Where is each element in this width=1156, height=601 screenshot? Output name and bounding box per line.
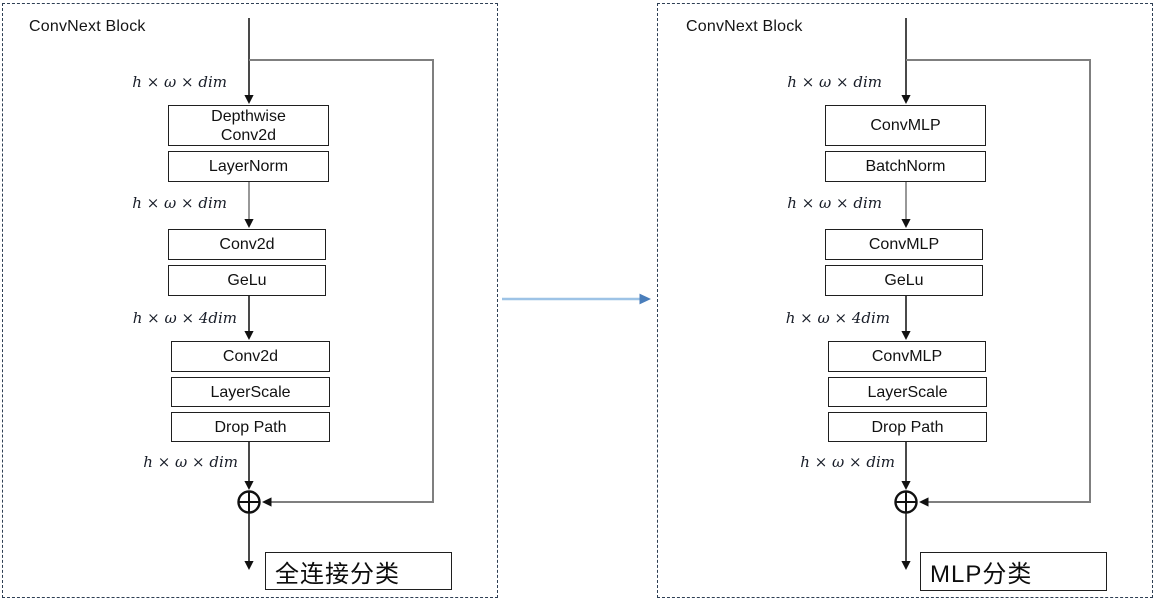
entry-arrowhead-icon	[901, 95, 911, 104]
layer-box-convmlp: ConvMLP	[825, 105, 986, 146]
layer-box-convmlp-3: ConvMLP	[828, 341, 986, 372]
connector-arrowhead-icon	[244, 481, 254, 490]
output-box-mlp-classifier: MLP分类	[920, 552, 1107, 591]
dim-label: h × ω × dim	[800, 453, 895, 471]
connector-arrowhead-icon	[901, 331, 911, 340]
layer-box-droppath: Drop Path	[171, 412, 330, 442]
skip-arrowhead-icon	[919, 497, 929, 507]
dim-label: h × ω × dim	[787, 73, 882, 91]
layer-box-conv2d-2: Conv2d	[171, 341, 330, 372]
connector-arrowhead-icon	[901, 219, 911, 228]
panel-title-left: ConvNext Block	[29, 18, 146, 35]
connector-arrowhead-icon	[244, 331, 254, 340]
layer-box-batchnorm: BatchNorm	[825, 151, 986, 182]
layer-box-layerscale: LayerScale	[828, 377, 987, 407]
layer-box-layernorm: LayerNorm	[168, 151, 329, 182]
skip-connection-line	[906, 59, 1091, 503]
output-arrowhead-icon	[901, 561, 911, 570]
entry-arrowhead-icon	[244, 95, 254, 104]
layer-box-droppath: Drop Path	[828, 412, 987, 442]
dim-label: h × ω × dim	[132, 194, 227, 212]
layer-box-conv2d: Conv2d	[168, 229, 326, 260]
dim-label: h × ω × 4dim	[785, 309, 890, 327]
layer-box-convmlp-2: ConvMLP	[825, 229, 983, 260]
dim-label: h × ω × 4dim	[132, 309, 237, 327]
connector-arrowhead-icon	[901, 481, 911, 490]
connector-arrowhead-icon	[244, 219, 254, 228]
output-box-fc-classifier: 全连接分类	[265, 552, 452, 590]
transform-arrow-icon	[502, 293, 651, 305]
dim-label: h × ω × dim	[143, 453, 238, 471]
layer-box-depthwise-conv2d: Depthwise Conv2d	[168, 105, 329, 146]
layer-box-gelu: GeLu	[825, 265, 983, 296]
dim-label: h × ω × dim	[787, 194, 882, 212]
dim-label: h × ω × dim	[132, 73, 227, 91]
panel-title-right: ConvNext Block	[686, 18, 803, 35]
sum-icon	[237, 490, 261, 514]
sum-icon	[894, 490, 918, 514]
wires-left	[237, 18, 434, 570]
convnext-block-panel-right	[657, 3, 1153, 598]
wires-right	[894, 18, 1091, 570]
skip-arrowhead-icon	[262, 497, 272, 507]
skip-connection-line	[249, 59, 434, 503]
convnext-block-panel-left	[2, 3, 498, 598]
layer-box-gelu: GeLu	[168, 265, 326, 296]
layer-box-layerscale: LayerScale	[171, 377, 330, 407]
output-arrowhead-icon	[244, 561, 254, 570]
